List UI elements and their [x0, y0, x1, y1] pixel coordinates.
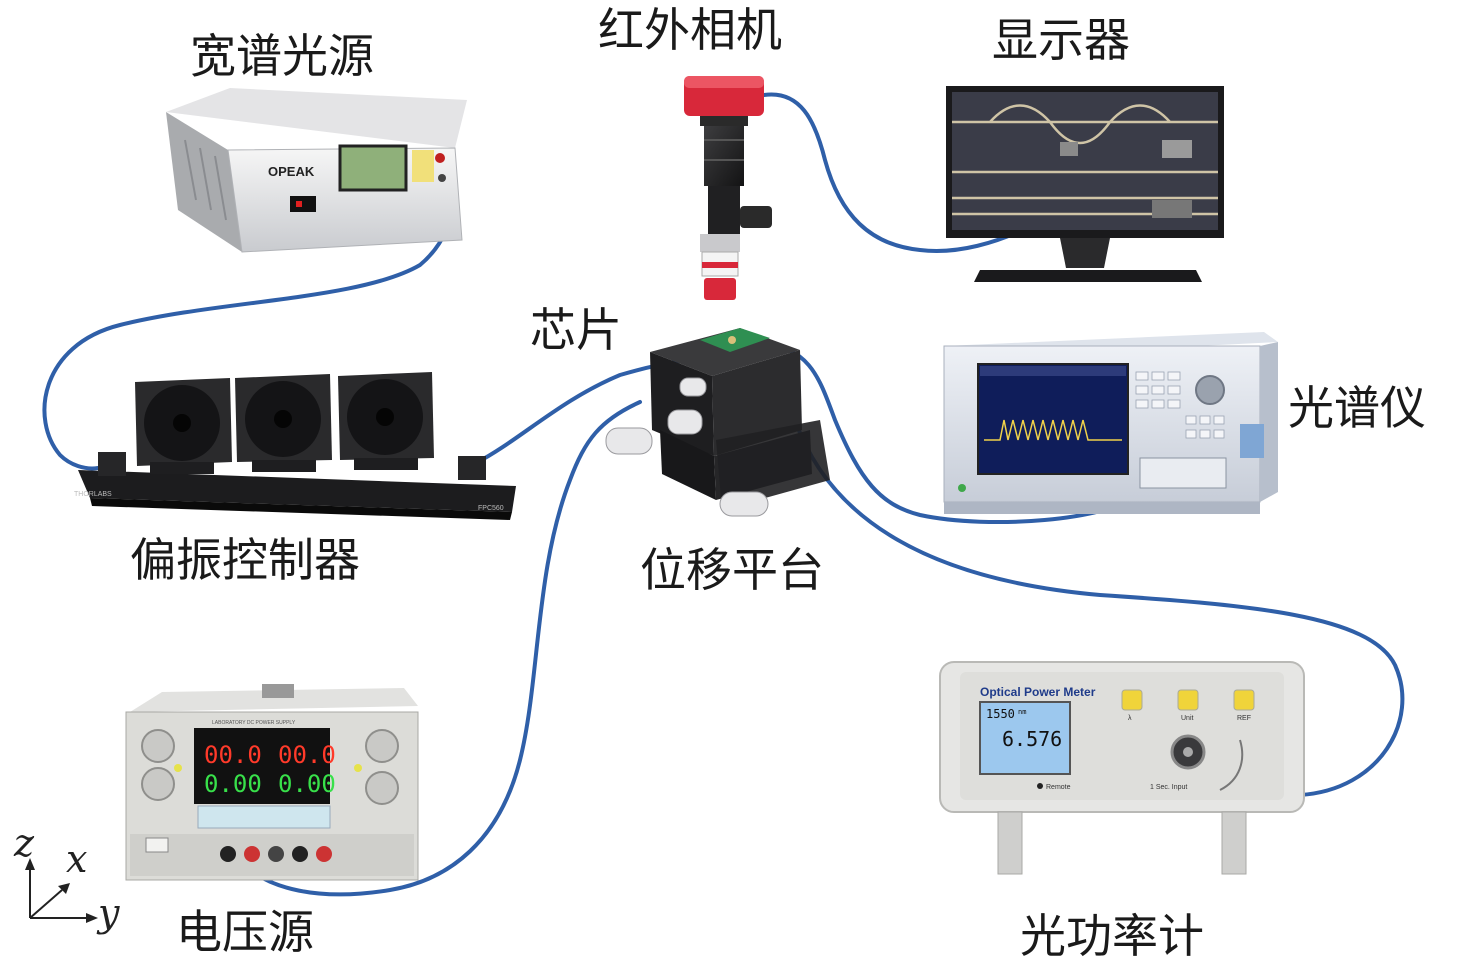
- label-osa: 光谱仪: [1288, 381, 1426, 435]
- power-meter-btn-ref[interactable]: [1233, 689, 1255, 711]
- label-voltage-source: 电压源: [176, 905, 314, 959]
- label-polarization-controller: 偏振控制器: [130, 533, 360, 587]
- camera-lens-tip: [704, 278, 736, 300]
- fiber-source-to-polctrl: [42, 166, 455, 471]
- power-meter-reading: 6.576: [1002, 727, 1062, 751]
- fiber-links: [42, 92, 1405, 897]
- stage-knob-3[interactable]: [719, 491, 769, 517]
- label-broadband-source: 宽谱光源: [190, 29, 374, 83]
- label-power-meter: 光功率计: [1020, 909, 1204, 963]
- power-meter-title: Optical Power Meter: [980, 685, 1096, 699]
- chip: [700, 328, 770, 352]
- polarization-controller: THORLABS FPC560: [74, 372, 516, 520]
- power-meter-remote: Remote: [1046, 784, 1071, 791]
- voltage-v2: 00.0: [278, 741, 336, 769]
- power-meter-btn-ref-label: REF: [1237, 715, 1251, 722]
- voltage-terminals[interactable]: [220, 846, 332, 862]
- voltage-knob-4[interactable]: [365, 771, 399, 805]
- voltage-knob-1[interactable]: [141, 729, 175, 763]
- label-chip: 芯片: [530, 303, 622, 357]
- power-meter-wavelength-unit: nm: [1018, 708, 1026, 716]
- power-meter-lcd: [979, 701, 1071, 775]
- osa-input-port[interactable]: [1139, 457, 1227, 489]
- label-stage: 位移平台: [640, 543, 824, 597]
- voltage-title: LABORATORY DC POWER SUPPLY: [212, 720, 296, 726]
- label-display: 显示器: [992, 13, 1130, 67]
- voltage-v1: 00.0: [204, 741, 262, 769]
- osa-spectrum-trace: [984, 419, 1122, 441]
- voltage-knob-2[interactable]: [141, 767, 175, 801]
- fiber-voltage-to-stage: [230, 400, 642, 897]
- stage-knob-4[interactable]: [679, 377, 707, 397]
- optical-power-meter: Optical Power Meter 1550 nm 6.576 λ Unit…: [939, 661, 1305, 875]
- power-meter-btn-lambda-label: λ: [1128, 715, 1132, 722]
- coordinate-axes: [25, 858, 98, 923]
- power-meter-btn-unit[interactable]: [1177, 689, 1199, 711]
- power-meter-port-label: 1 Sec. Input: [1150, 784, 1187, 791]
- source-warning-label: [412, 150, 434, 182]
- voltage-a2: 0.00: [278, 770, 336, 798]
- axis-label-z: z: [13, 821, 35, 865]
- optical-spectrum-analyzer: [943, 332, 1278, 514]
- source-output-port[interactable]: [435, 153, 445, 163]
- stage-knob-1[interactable]: [667, 409, 703, 435]
- polctrl-maker: THORLABS: [74, 491, 112, 498]
- paddle-2[interactable]: [235, 374, 332, 472]
- voltage-knob-3[interactable]: [365, 729, 399, 763]
- fiber-camera-to-display: [762, 92, 1020, 253]
- voltage-source: 00.0 00.0 0.00 0.00 LABORATORY DC POWER …: [125, 684, 419, 881]
- power-meter-btn-unit-label: Unit: [1181, 715, 1194, 722]
- osa-screen: [977, 363, 1129, 475]
- paddle-1[interactable]: [135, 378, 232, 474]
- source-indicator: [290, 196, 316, 212]
- axis-label-y: y: [96, 891, 120, 935]
- osa-knob[interactable]: [1195, 375, 1225, 405]
- ir-camera: [684, 76, 772, 300]
- paddle-3[interactable]: [338, 372, 434, 470]
- polctrl-model: FPC560: [478, 505, 504, 512]
- display-monitor: [946, 86, 1224, 282]
- voltage-a1: 0.00: [204, 770, 262, 798]
- power-meter-btn-lambda[interactable]: [1121, 689, 1143, 711]
- displacement-stage: [605, 328, 830, 517]
- broadband-source: OPEAK: [166, 88, 467, 253]
- source-brand: OPEAK: [268, 164, 315, 179]
- power-meter-wavelength: 1550: [986, 707, 1015, 721]
- stage-knob-2[interactable]: [605, 427, 653, 455]
- axis-label-x: x: [66, 837, 87, 881]
- label-ir-camera: 红外相机: [598, 3, 782, 57]
- source-lcd: [338, 144, 408, 192]
